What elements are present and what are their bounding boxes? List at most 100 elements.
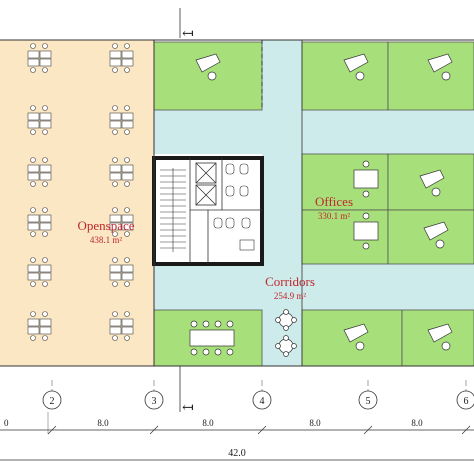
- corridor-zone-lower: [154, 264, 474, 310]
- axis-lines: [51, 380, 467, 392]
- walls: [0, 39, 474, 367]
- axis-label-5: 5: [366, 396, 371, 407]
- desk-cluster: [109, 257, 134, 287]
- desk: [27, 172, 40, 181]
- chair: [42, 67, 48, 73]
- offices-label: Offices: [315, 194, 353, 209]
- corridor-zone-left: [154, 110, 474, 154]
- dimension-lines: [0, 412, 474, 461]
- chair: [42, 43, 48, 49]
- chair: [112, 257, 118, 263]
- chair: [30, 231, 36, 237]
- chair: [42, 281, 48, 287]
- desk: [121, 326, 134, 335]
- dimension-span-2: 8.0: [202, 418, 214, 428]
- chair: [30, 181, 36, 187]
- desk: [39, 272, 52, 281]
- section-marker-bottom: ↤: [179, 366, 194, 416]
- chair: [124, 257, 130, 263]
- desk: [121, 318, 134, 327]
- desk: [109, 112, 122, 121]
- desk-cluster: [109, 43, 134, 73]
- openspace-label: Openspace: [77, 218, 134, 233]
- desk: [27, 120, 40, 129]
- desk: [109, 214, 122, 223]
- desk: [109, 318, 122, 327]
- chair: [30, 157, 36, 163]
- chair: [124, 129, 130, 135]
- dimension-span-4: 8.0: [411, 418, 423, 428]
- openspace-desks: [27, 43, 134, 341]
- axis-label-4: 4: [260, 396, 265, 407]
- chair: [112, 181, 118, 187]
- chair: [42, 105, 48, 111]
- chair: [112, 157, 118, 163]
- offices-area: 330.1 m²: [318, 211, 351, 221]
- desk: [109, 272, 122, 281]
- axis-label-3: 3: [152, 396, 157, 407]
- desk: [27, 112, 40, 121]
- desk: [109, 172, 122, 181]
- desk-cluster: [27, 105, 52, 135]
- building-core: [152, 156, 264, 266]
- desk: [109, 58, 122, 67]
- desk: [39, 50, 52, 59]
- desk-cluster: [109, 207, 134, 237]
- dimension-span-1: 8.0: [97, 418, 109, 428]
- desk: [27, 272, 40, 281]
- desk: [121, 120, 134, 129]
- openspace-area: 438.1 m²: [90, 235, 123, 245]
- chair: [124, 281, 130, 287]
- dimension-total: 42.0: [228, 448, 246, 459]
- openspace-zone: [0, 40, 154, 366]
- desk-cluster: [109, 105, 134, 135]
- section-marker-top: ↤: [179, 8, 194, 42]
- desk-cluster: [27, 43, 52, 73]
- desk: [121, 164, 134, 173]
- chair: [124, 311, 130, 317]
- desk: [39, 222, 52, 231]
- chair: [112, 67, 118, 73]
- chair: [42, 129, 48, 135]
- desk: [121, 172, 134, 181]
- desk: [109, 264, 122, 273]
- corridors-area: 254.9 m²: [274, 291, 307, 301]
- desk: [121, 50, 134, 59]
- chair: [124, 207, 130, 213]
- chair: [112, 335, 118, 341]
- desk-cluster: [109, 311, 134, 341]
- desk: [39, 264, 52, 273]
- chair: [124, 181, 130, 187]
- desk-cluster: [27, 207, 52, 237]
- chair: [124, 43, 130, 49]
- desk: [39, 112, 52, 121]
- chair: [112, 105, 118, 111]
- desk: [121, 112, 134, 121]
- axis-label-2: 2: [50, 396, 55, 407]
- chair: [42, 311, 48, 317]
- chair: [30, 67, 36, 73]
- desk: [39, 120, 52, 129]
- desk: [27, 58, 40, 67]
- section-arrow-bottom: ↤: [182, 401, 194, 416]
- office-furniture: [189, 53, 453, 357]
- desk: [27, 222, 40, 231]
- chair: [42, 257, 48, 263]
- chair: [30, 257, 36, 263]
- chair: [42, 207, 48, 213]
- chair: [30, 311, 36, 317]
- desk: [109, 326, 122, 335]
- desk: [109, 164, 122, 173]
- chair: [30, 335, 36, 341]
- desk-cluster: [27, 311, 52, 341]
- chair: [124, 335, 130, 341]
- axis-bubbles: [42, 390, 474, 410]
- dimension-partial-left: 0: [4, 418, 9, 428]
- chair: [112, 129, 118, 135]
- chair: [112, 231, 118, 237]
- chair: [30, 281, 36, 287]
- chair: [30, 43, 36, 49]
- chair: [124, 231, 130, 237]
- desk: [109, 50, 122, 59]
